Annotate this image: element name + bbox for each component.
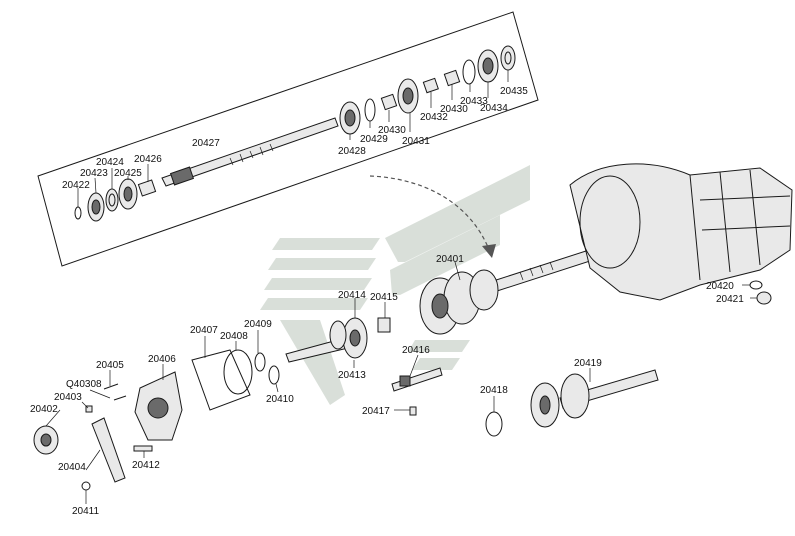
- sleeve-20430b: [443, 69, 461, 87]
- label-20425: 20425: [114, 168, 142, 179]
- pin-q40308: [113, 395, 127, 401]
- label-20428: 20428: [338, 146, 366, 157]
- part-labels: 20422 20423 20424 20425 20426 20427 2042…: [30, 86, 744, 517]
- bearing-20402: [33, 425, 59, 455]
- label-20432: 20432: [420, 112, 448, 123]
- plug-20421: [756, 291, 772, 305]
- counter-gear-20419: [530, 369, 659, 428]
- label-20429: 20429: [360, 134, 388, 145]
- label-20411: 20411: [72, 506, 100, 517]
- label-20414: 20414: [338, 290, 366, 301]
- label-20408: 20408: [220, 331, 248, 342]
- watermark-logo: [260, 165, 530, 405]
- label-20416: 20416: [402, 345, 430, 356]
- spring-20411: [81, 481, 91, 491]
- label-20407: 20407: [190, 325, 218, 336]
- label-20403: 20403: [54, 392, 82, 403]
- gasket-20407: [191, 349, 251, 411]
- label-20427: 20427: [192, 138, 220, 149]
- bearing-20424: [105, 188, 119, 212]
- label-20404: 20404: [58, 462, 86, 473]
- bolt-20403: [85, 405, 93, 413]
- bearing-20435: [500, 45, 516, 71]
- label-20402: 20402: [30, 404, 58, 415]
- label-20430-b: 20430: [440, 104, 468, 115]
- label-20419: 20419: [574, 358, 602, 369]
- label-20409: 20409: [244, 319, 272, 330]
- label-q40308: Q40308: [66, 379, 102, 390]
- flow-arrow-head: [482, 244, 496, 258]
- ring-20409: [254, 352, 266, 372]
- bolt-20417: [409, 406, 417, 416]
- label-20435: 20435: [500, 86, 528, 97]
- label-20423: 20423: [80, 168, 108, 179]
- gear-20425: [118, 178, 138, 210]
- gear-20431: [397, 78, 419, 114]
- label-20405: 20405: [96, 360, 124, 371]
- label-20420: 20420: [706, 281, 734, 292]
- label-20417: 20417: [362, 406, 390, 417]
- front-cover-20406: [134, 371, 183, 441]
- label-20413: 20413: [338, 370, 366, 381]
- gear-20428: [339, 101, 361, 135]
- label-20401: 20401: [436, 254, 464, 265]
- label-20431: 20431: [402, 136, 430, 147]
- gear-20434: [477, 49, 499, 83]
- countershaft-20427: [161, 117, 339, 187]
- stud-20412: [133, 445, 153, 452]
- clip-20405: [103, 383, 119, 390]
- bushing-20415: [377, 317, 391, 333]
- label-20410: 20410: [266, 394, 294, 405]
- transmission-case: [569, 163, 793, 301]
- ring-20410: [268, 365, 280, 385]
- sleeve-20430a: [380, 93, 398, 111]
- label-20418: 20418: [480, 385, 508, 396]
- flow-arrow: [369, 175, 491, 253]
- plug-20420: [749, 280, 763, 290]
- leader-lines: [45, 70, 757, 504]
- sleeve-20426: [137, 179, 157, 197]
- label-20421: 20421: [716, 294, 744, 305]
- label-20424: 20424: [96, 157, 124, 168]
- ring-20418: [485, 411, 503, 437]
- label-20434: 20434: [480, 103, 508, 114]
- label-20426: 20426: [134, 154, 162, 165]
- label-20422: 20422: [62, 180, 90, 191]
- ring-20433: [462, 59, 476, 85]
- gear-20423: [87, 192, 105, 222]
- label-20406: 20406: [148, 354, 176, 365]
- label-20415: 20415: [370, 292, 398, 303]
- label-20433: 20433: [460, 96, 488, 107]
- oring-20408: [223, 349, 253, 395]
- label-20430-a: 20430: [378, 125, 406, 136]
- sleeve-20432: [422, 77, 439, 94]
- release-fork-20404: [91, 417, 126, 483]
- bearing-20414: [329, 320, 347, 350]
- shift-rod-20416: [391, 367, 443, 392]
- label-20412: 20412: [132, 460, 160, 471]
